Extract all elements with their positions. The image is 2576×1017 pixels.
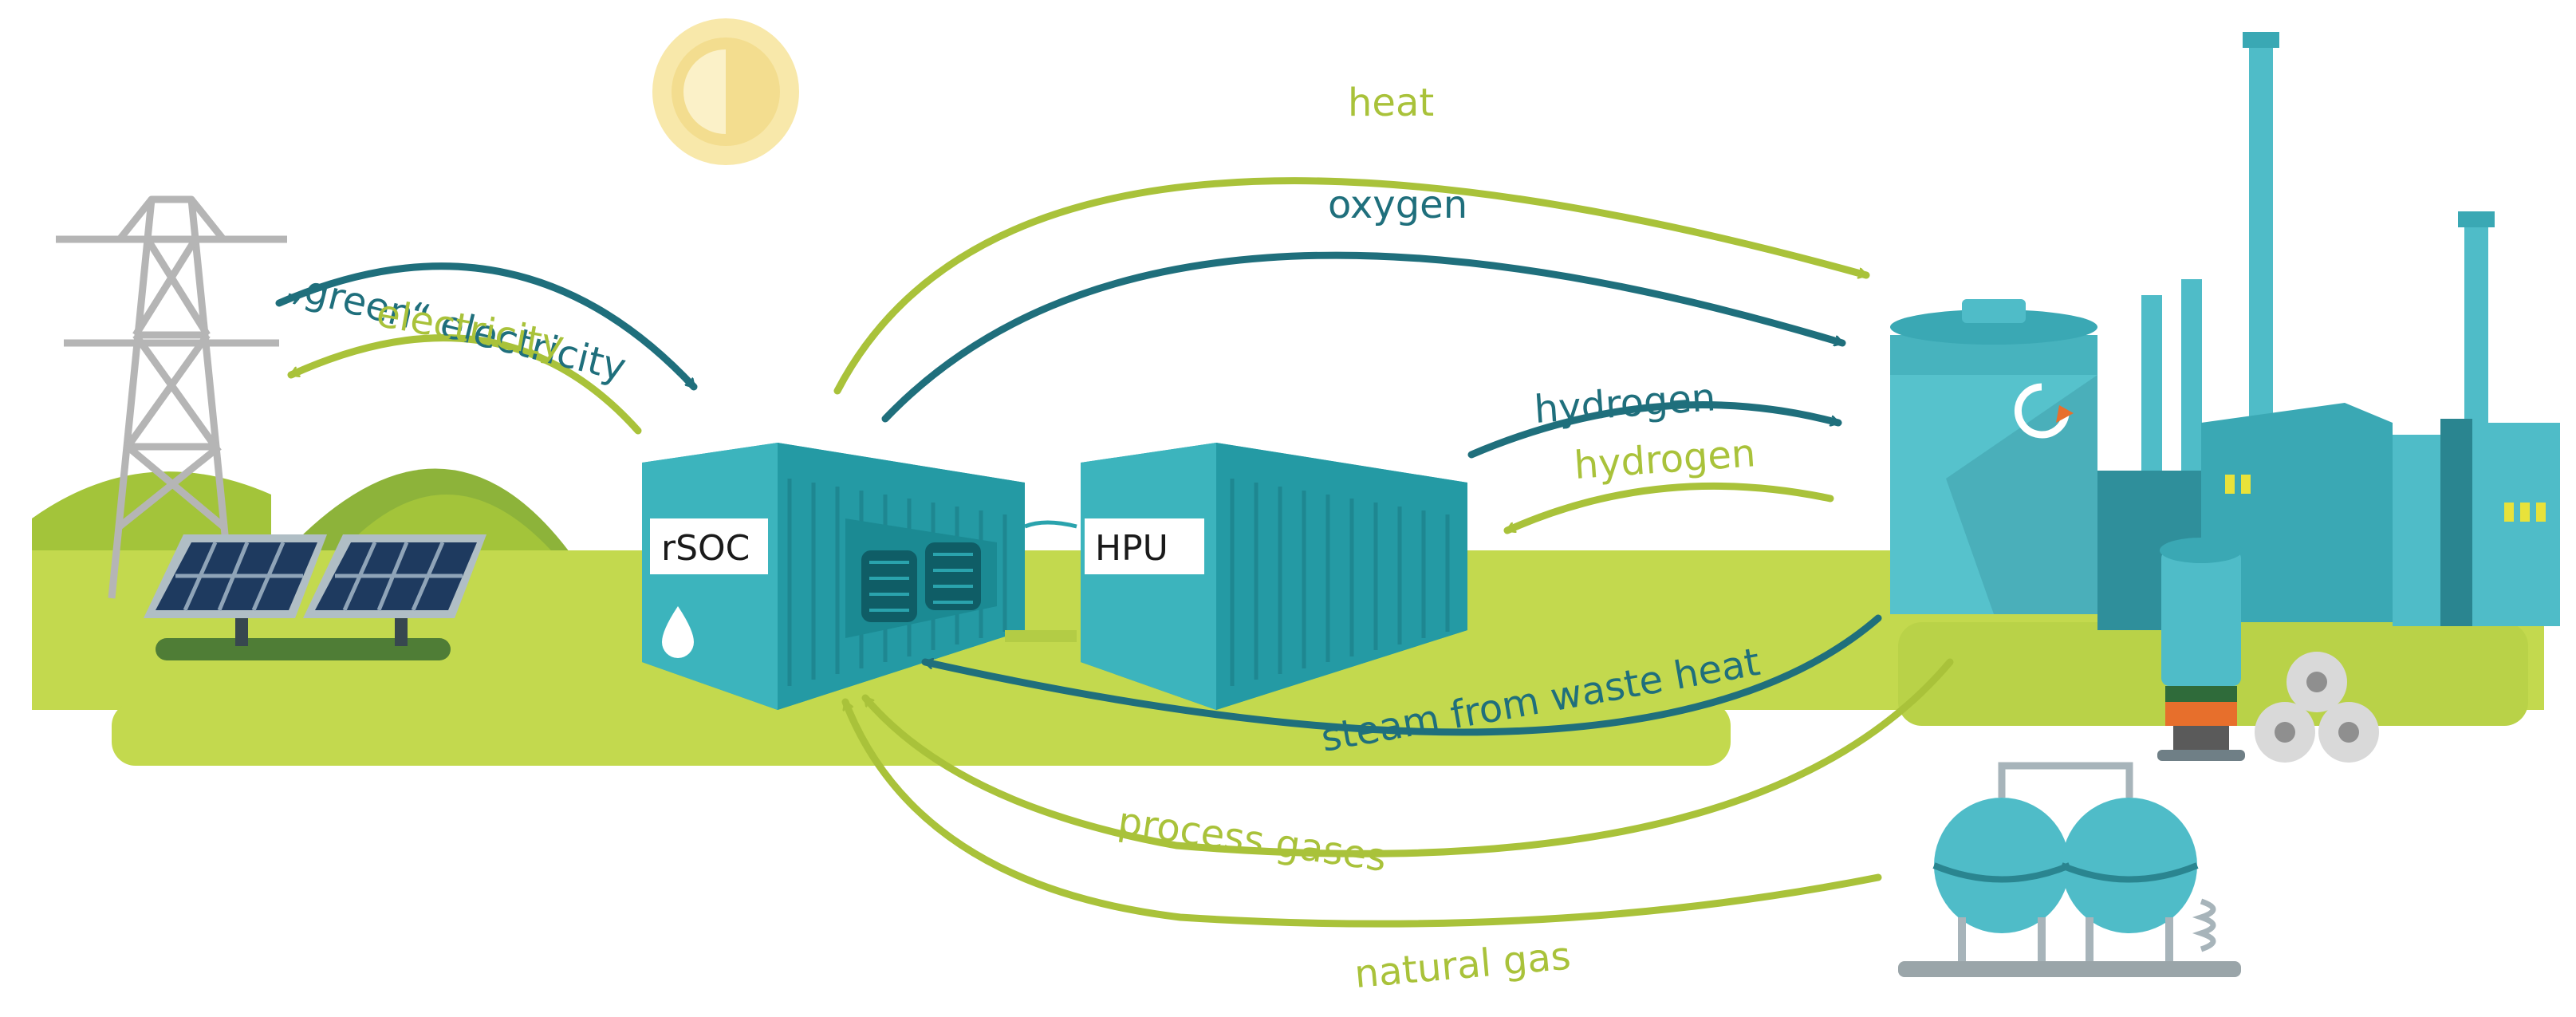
- sun-icon: [652, 18, 799, 165]
- gas-cylinder-icon: [2157, 538, 2245, 761]
- ground-lower: [112, 702, 1731, 766]
- storage-tank-icon: [1890, 299, 2097, 614]
- water-drop-icon: [662, 606, 694, 658]
- arrow-process-gases: [861, 658, 1954, 857]
- hpu-container: [1081, 443, 1467, 710]
- factory-icon: [2097, 32, 2560, 630]
- rsoc-container: [642, 443, 1025, 710]
- paper-rolls-icon: [2255, 652, 2379, 763]
- label-oxygen: oxygen: [1328, 183, 1467, 227]
- label-heat: heat: [1348, 81, 1434, 125]
- label-electricity: electricity: [373, 291, 568, 368]
- arrow-oxygen: [881, 251, 1846, 423]
- arrow-heat: [833, 177, 1870, 395]
- hpu-label-box: [1085, 518, 1204, 574]
- label-process-gases: process gases: [1115, 798, 1389, 881]
- solar-panels-icon: [144, 534, 486, 660]
- hpu-label: HPU: [1095, 528, 1168, 569]
- arrow-hydrogen-in: [1503, 482, 1834, 534]
- arrow-hydrogen-out: [1467, 401, 1842, 459]
- gas-spheres-icon: [1898, 762, 2241, 977]
- label-hydrogen-out: hydrogen: [1533, 375, 1717, 432]
- arrow-green-electricity: [275, 262, 698, 391]
- arrow-electricity: [287, 334, 642, 435]
- power-tower-icon: [56, 195, 287, 599]
- arrow-steam: [921, 614, 1882, 736]
- recycle-icon: [2014, 383, 2070, 439]
- arrow-natural-gas: [841, 698, 1882, 928]
- label-hydrogen-in: hydrogen: [1573, 431, 1757, 488]
- label-natural-gas: natural gas: [1353, 933, 1573, 996]
- rsoc-label-box: [650, 518, 768, 574]
- container-connector: [1024, 520, 1077, 529]
- rsoc-label: rSOC: [661, 528, 750, 569]
- flow-arrows: [275, 177, 1954, 928]
